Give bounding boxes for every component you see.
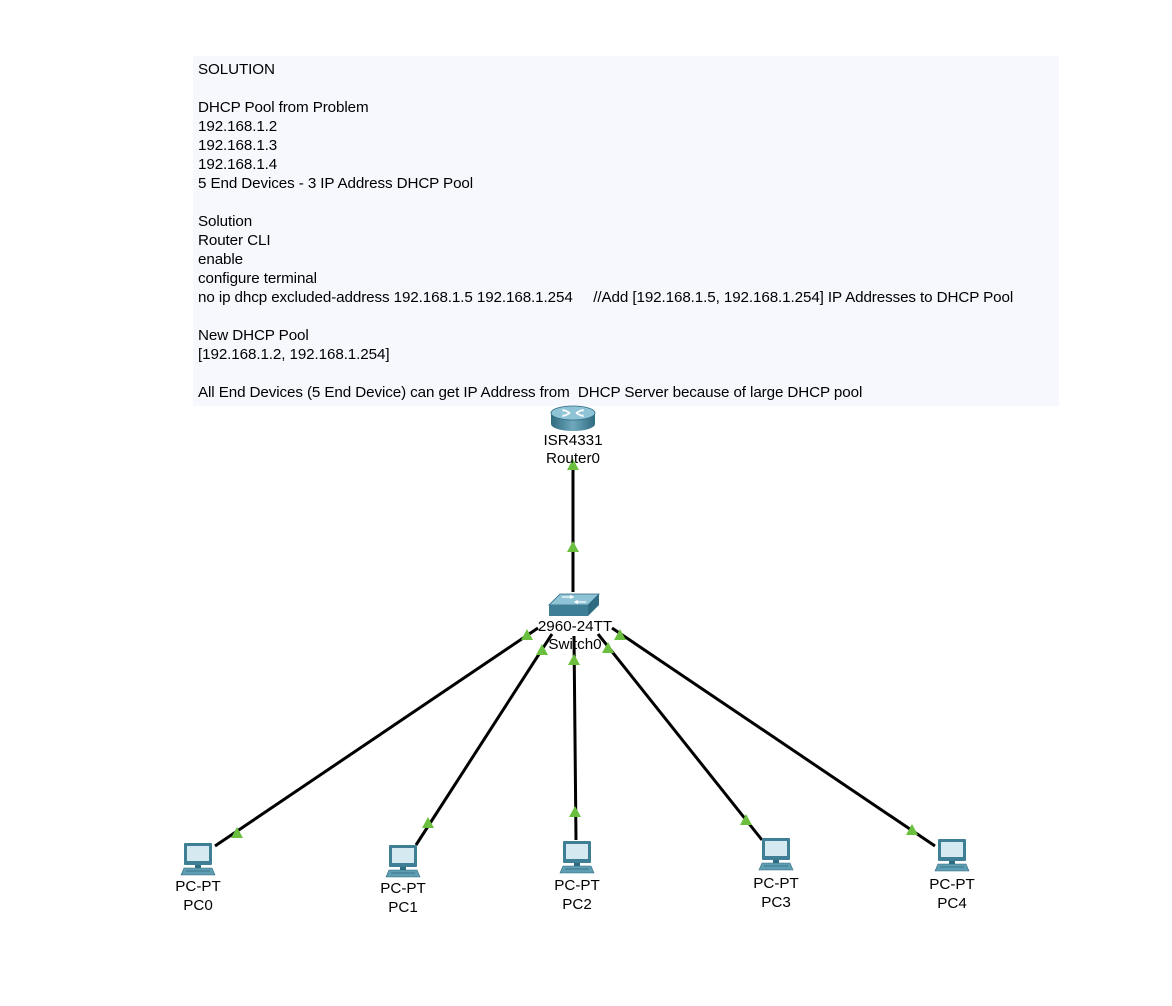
link-status-up-icon: [536, 644, 548, 655]
pc-node-0[interactable]: [180, 842, 216, 876]
link-status-up-icon: [906, 824, 918, 835]
note-line: SOLUTION: [198, 61, 275, 78]
link-switch0-pc0[interactable]: [214, 626, 539, 848]
note-line: Router CLI: [198, 232, 271, 249]
pc-icon: [180, 843, 216, 876]
router-icon: [550, 405, 596, 431]
link-status-up-icon: [231, 827, 243, 838]
note-line: New DHCP Pool: [198, 327, 309, 344]
link-status-up-icon: [567, 541, 579, 552]
note-line: [192.168.1.2, 192.168.1.254]: [198, 346, 390, 363]
note-line: All End Devices (5 End Device) can get I…: [198, 384, 863, 401]
router-name-label: Router0: [545, 450, 601, 467]
note-box[interactable]: SOLUTION DHCP Pool from Problem 192.168.1.…: [193, 56, 1059, 406]
note-line: Solution: [198, 213, 253, 230]
note-line: 192.168.1.2: [198, 118, 278, 135]
pc-node-2[interactable]: [559, 840, 595, 874]
note-line: 192.168.1.4: [198, 156, 278, 173]
link-status-up-icon: [422, 817, 434, 828]
note-line: DHCP Pool from Problem: [198, 99, 369, 116]
note-line: no ip dhcp excluded-address 192.168.1.5 …: [198, 289, 1014, 306]
pc-node-4[interactable]: [934, 838, 970, 872]
link-status-up-icon: [614, 629, 626, 640]
link-status-up-icon: [602, 642, 614, 653]
link-switch0-pc1[interactable]: [414, 633, 554, 846]
pc-model-label: PC-PT: [554, 877, 600, 894]
pc-name-label: PC4: [937, 895, 967, 912]
pc-model-label: PC-PT: [380, 880, 426, 897]
switch-model-label: 2960-24TT: [537, 618, 613, 635]
link-status-up-icon: [740, 814, 752, 825]
pc-name-label: PC2: [562, 896, 592, 913]
pc-node-1[interactable]: [385, 844, 421, 878]
pc-icon: [934, 839, 970, 872]
pc-name-label: PC1: [388, 899, 418, 916]
pc-name-label: PC0: [183, 897, 213, 914]
pc-node-3[interactable]: [758, 837, 794, 871]
link-switch0-pc4[interactable]: [611, 626, 936, 848]
pc-icon: [758, 838, 794, 871]
pc-model-label: PC-PT: [929, 876, 975, 893]
note-line: configure terminal: [198, 270, 317, 287]
pc-model-label: PC-PT: [175, 878, 221, 895]
switch-icon: [548, 593, 600, 616]
switch-name-label: Switch0: [548, 636, 602, 653]
switch-node[interactable]: [548, 592, 600, 618]
link-status-up-icon: [521, 629, 533, 640]
link-status-up-icon: [569, 806, 581, 817]
pc-icon: [559, 841, 595, 874]
note-line: enable: [198, 251, 244, 268]
router-node[interactable]: [548, 404, 598, 434]
note-line: 5 End Devices - 3 IP Address DHCP Pool: [198, 175, 474, 192]
link-switch0-pc3[interactable]: [596, 633, 764, 841]
pc-name-label: PC3: [761, 894, 791, 911]
pc-icon: [385, 845, 421, 878]
link-status-up-icon: [567, 459, 579, 470]
link-switch0-pc2[interactable]: [572, 635, 578, 841]
pc-model-label: PC-PT: [753, 875, 799, 892]
note-line: 192.168.1.3: [198, 137, 278, 154]
link-status-up-icon: [568, 654, 580, 665]
router-model-label: ISR4331: [543, 432, 603, 449]
